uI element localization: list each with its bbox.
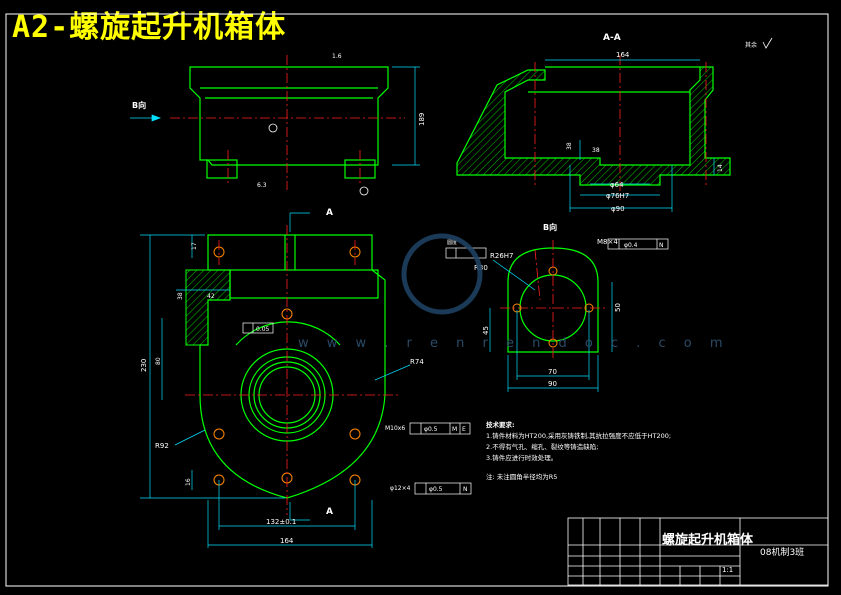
- dim-top-height: 189: [418, 113, 426, 126]
- section-view: [456, 66, 731, 186]
- roughness-check-icon: [762, 37, 773, 49]
- title-block: [567, 517, 829, 586]
- tol-pos-3-value: φ0.5: [429, 486, 443, 493]
- roughness-16: 1.6: [332, 53, 342, 60]
- dim-b-r26: R26H7: [490, 252, 514, 260]
- tol-frame-pos-phi12: [414, 482, 472, 495]
- watermark-text: w w w . r e n r e n d o c . c o m: [298, 336, 730, 351]
- dim-front-42: 42: [207, 293, 215, 300]
- front-hatch: [185, 269, 231, 346]
- notes-line-2: 2.不得有气孔、缩孔、裂纹等铸造缺陷;: [486, 443, 599, 451]
- view-b-dims: [489, 259, 613, 392]
- watermark-logo: [401, 233, 483, 315]
- roughness-other-label: 其余: [745, 41, 757, 49]
- dim-sec-38b: 38: [592, 147, 600, 154]
- dim-front-80: 80: [155, 357, 162, 365]
- tol-pos-2-value: φ0.5: [424, 426, 438, 433]
- dim-b-50: 50: [614, 303, 622, 312]
- datum-marker-m: [359, 186, 369, 196]
- dim-front-164: 164: [280, 537, 294, 545]
- tol-ref-m: M: [452, 426, 457, 433]
- dim-sec-14: 14: [717, 164, 724, 172]
- dim-front-230: 230: [140, 359, 148, 372]
- top-view: [189, 66, 389, 179]
- dim-b-45: 45: [482, 326, 490, 335]
- top-view-dims: [130, 66, 420, 166]
- view-b-centerlines: [500, 240, 606, 360]
- dim-sec-phi76: φ76H7: [606, 192, 629, 200]
- datum-marker-top: [268, 123, 278, 133]
- dim-front-phi12: φ12×4: [390, 485, 411, 492]
- tol-frame-b-pos: [607, 238, 669, 250]
- dim-front-r92: R92: [155, 442, 169, 450]
- dim-front-38: 38: [177, 292, 184, 300]
- dim-front-r74: R74: [410, 358, 424, 366]
- notes-footnote: 注: 未注圆角半径均为R5: [486, 473, 558, 481]
- front-dims: [140, 212, 411, 548]
- tol-flat-value: 0.05: [256, 326, 270, 333]
- front-centerlines: [185, 225, 400, 515]
- dim-b-90: 90: [548, 380, 557, 388]
- dim-sec-phi90: φ90: [611, 205, 625, 213]
- technical-notes: 技术要求: 1.铸件材料为HT200,采用灰铸铁制,其抗拉强度不应低于HT200…: [486, 420, 671, 483]
- title-block-scale: 1:1: [722, 566, 734, 574]
- tol-frame-pos-m10: [409, 422, 471, 435]
- tol-ref-e: E: [462, 426, 466, 433]
- top-view-centerlines: [170, 55, 405, 190]
- dim-sec-164: 164: [616, 51, 630, 59]
- dim-front-m10: M10x6: [385, 425, 405, 432]
- title-block-title: 螺旋起升机箱体: [662, 533, 754, 548]
- dim-front-132: 132±0.1: [266, 518, 296, 526]
- view-b-arrow-label: B向: [132, 100, 146, 110]
- tol-ref-n2: N: [463, 486, 468, 493]
- view-b-title: B向: [543, 222, 557, 232]
- drawing-title: A2-螺旋起升机箱体: [12, 10, 287, 45]
- section-label: A-A: [603, 33, 621, 43]
- cut-label-top: A: [326, 208, 333, 218]
- tol-frame-b-left: [445, 247, 487, 259]
- sheet-border: [5, 13, 829, 587]
- dim-front-16: 16: [185, 478, 192, 486]
- roughness-63: 6.3: [257, 182, 267, 189]
- cut-label-bottom: A: [326, 507, 333, 517]
- dim-sec-phi64: φ64: [610, 181, 624, 189]
- section-dims: [545, 59, 715, 212]
- notes-line-1: 1.铸件材料为HT200,采用灰铸铁制,其抗拉强度不应低于HT200;: [486, 432, 672, 440]
- tol-label-roundness: 圆度: [447, 239, 457, 246]
- section-centerlines: [534, 55, 707, 200]
- dim-front-17: 17: [191, 242, 198, 250]
- dim-b-70: 70: [548, 368, 557, 376]
- tol-pos-1-value: φ0.4: [624, 242, 638, 249]
- notes-heading: 技术要求:: [486, 421, 515, 429]
- tol-frame-flatness: [242, 322, 274, 334]
- tol-ref-n: N: [659, 242, 664, 249]
- notes-line-3: 3.铸件应进行时效处理。: [486, 454, 558, 462]
- title-block-org: 08机制3班: [760, 548, 805, 558]
- dim-sec-38a: 38: [566, 142, 573, 150]
